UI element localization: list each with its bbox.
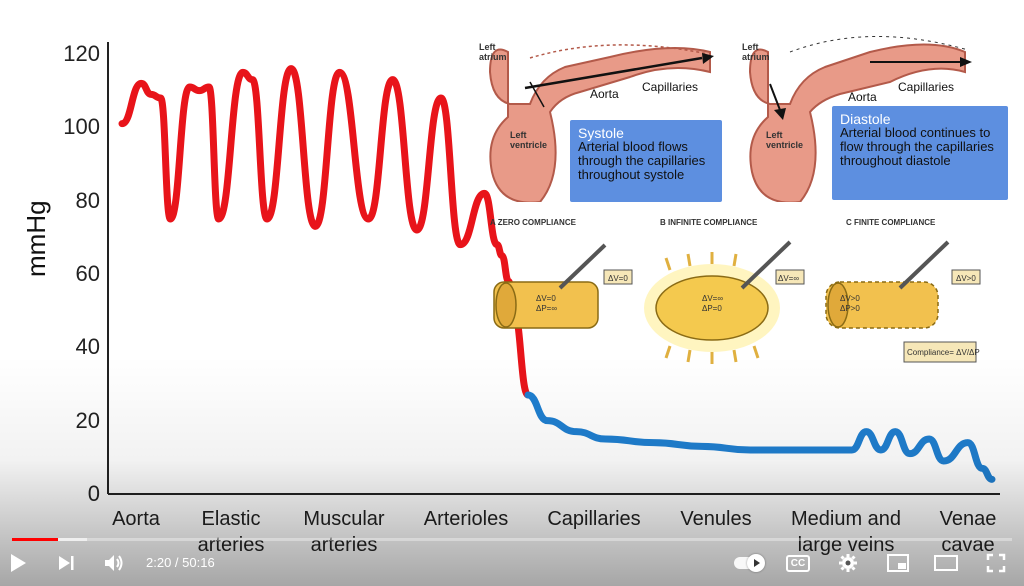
- gear-icon: [839, 554, 857, 572]
- time-display: 2:20 / 50:16: [146, 555, 215, 570]
- y-tick-label: 60: [75, 261, 100, 286]
- diastole-capillaries-label: Capillaries: [898, 80, 955, 94]
- diastole-callout-title: Diastole: [840, 111, 891, 127]
- y-tick-label: 40: [75, 334, 100, 360]
- systole-capillaries-label: Capillaries: [642, 80, 699, 94]
- diastole-diagram: [748, 36, 972, 202]
- miniplayer-button[interactable]: [882, 548, 914, 578]
- player-controls: 2:20 / 50:16 CC: [0, 538, 1024, 586]
- fullscreen-icon: [986, 553, 1006, 573]
- series-layer: [118, 65, 996, 483]
- systole-callout-text: Arterial blood flows through the capilla…: [578, 139, 706, 182]
- series-line-0: [118, 65, 532, 399]
- compliance-c-title: C FINITE COMPLIANCE: [846, 218, 936, 227]
- progress-bar[interactable]: [12, 538, 1012, 541]
- x-category-label: Muscular arteries: [303, 508, 385, 556]
- y-tick-label: 100: [63, 114, 100, 140]
- settings-button[interactable]: [832, 548, 864, 578]
- series-line-1: [524, 391, 996, 483]
- y-tick-label: 0: [87, 481, 100, 506]
- miniplayer-icon: [887, 554, 909, 572]
- y-tick-label: 20: [75, 407, 100, 433]
- volume-icon: [105, 555, 123, 571]
- compliance-b-inner-1: ΔV=∞: [702, 294, 724, 303]
- compliance-c-inner-2: ΔP>0: [840, 304, 860, 313]
- compliance-a-inner-2: ΔP=∞: [536, 304, 558, 313]
- systole-callout-title: Systole: [578, 125, 624, 141]
- diastole-callout: Diastole Arterial blood continues to flo…: [832, 106, 1008, 200]
- x-category-label: Venae cavae: [939, 508, 997, 556]
- fullscreen-button[interactable]: [980, 548, 1012, 578]
- systole-diagram: [488, 44, 714, 202]
- y-tick-label: 80: [75, 187, 100, 213]
- compliance-a-inner-1: ΔV=0: [536, 294, 556, 303]
- x-category-label: Venules: [680, 508, 752, 530]
- diastole-callout-text: Arterial blood continues to flow through…: [840, 125, 994, 168]
- time-current: 2:20: [146, 555, 172, 570]
- play-small-icon: [754, 559, 760, 567]
- compliance-c-inner-1: ΔV>0: [840, 294, 860, 303]
- diastole-left-ventricle-label: Left ventricle: [766, 130, 804, 150]
- skip-next-icon: [59, 556, 74, 570]
- compliance-a-box: ΔV=0: [608, 274, 628, 283]
- y-tick-label: 120: [63, 41, 100, 66]
- time-separator: /: [171, 555, 183, 570]
- theater-icon: [934, 555, 958, 571]
- systole-aorta-label: Aorta: [590, 87, 619, 101]
- compliance-b-box: ΔV=∞: [778, 274, 800, 283]
- captions-button[interactable]: CC: [782, 548, 814, 578]
- systole-left-atrium-label: Left atrium: [479, 42, 507, 62]
- volume-button[interactable]: [98, 548, 130, 578]
- compliance-a-title: A ZERO COMPLIANCE: [490, 218, 576, 227]
- next-button[interactable]: [50, 548, 82, 578]
- autoplay-knob: [747, 554, 765, 572]
- time-total: 50:16: [182, 555, 215, 570]
- cc-icon: CC: [785, 554, 811, 572]
- x-category-label: Elastic arteries: [197, 508, 265, 556]
- x-category-label: Aorta: [112, 508, 160, 530]
- play-button[interactable]: [2, 548, 34, 578]
- systole-left-ventricle-label: Left ventricle: [510, 130, 548, 150]
- x-category-label: Arterioles: [423, 508, 509, 530]
- diastole-aorta-label: Aorta: [848, 90, 877, 104]
- compliance-formula: Compliance= ΔV/ΔP: [907, 348, 980, 357]
- x-category-label: Capillaries: [547, 508, 641, 530]
- play-icon: [11, 554, 26, 572]
- x-category-label: Medium and large veins: [790, 508, 902, 556]
- theater-mode-button[interactable]: [930, 548, 962, 578]
- compliance-b-title: B INFINITE COMPLIANCE: [660, 218, 758, 227]
- systole-callout: Systole Arterial blood flows through the…: [570, 120, 722, 202]
- compliance-b-inner-2: ΔP=0: [702, 304, 722, 313]
- diastole-left-atrium-label: Left atrium: [742, 42, 770, 62]
- compliance-c-box: ΔV>0: [956, 274, 976, 283]
- compliance-diagrams: [493, 240, 981, 364]
- autoplay-toggle[interactable]: [734, 554, 765, 572]
- progress-played: [12, 538, 58, 541]
